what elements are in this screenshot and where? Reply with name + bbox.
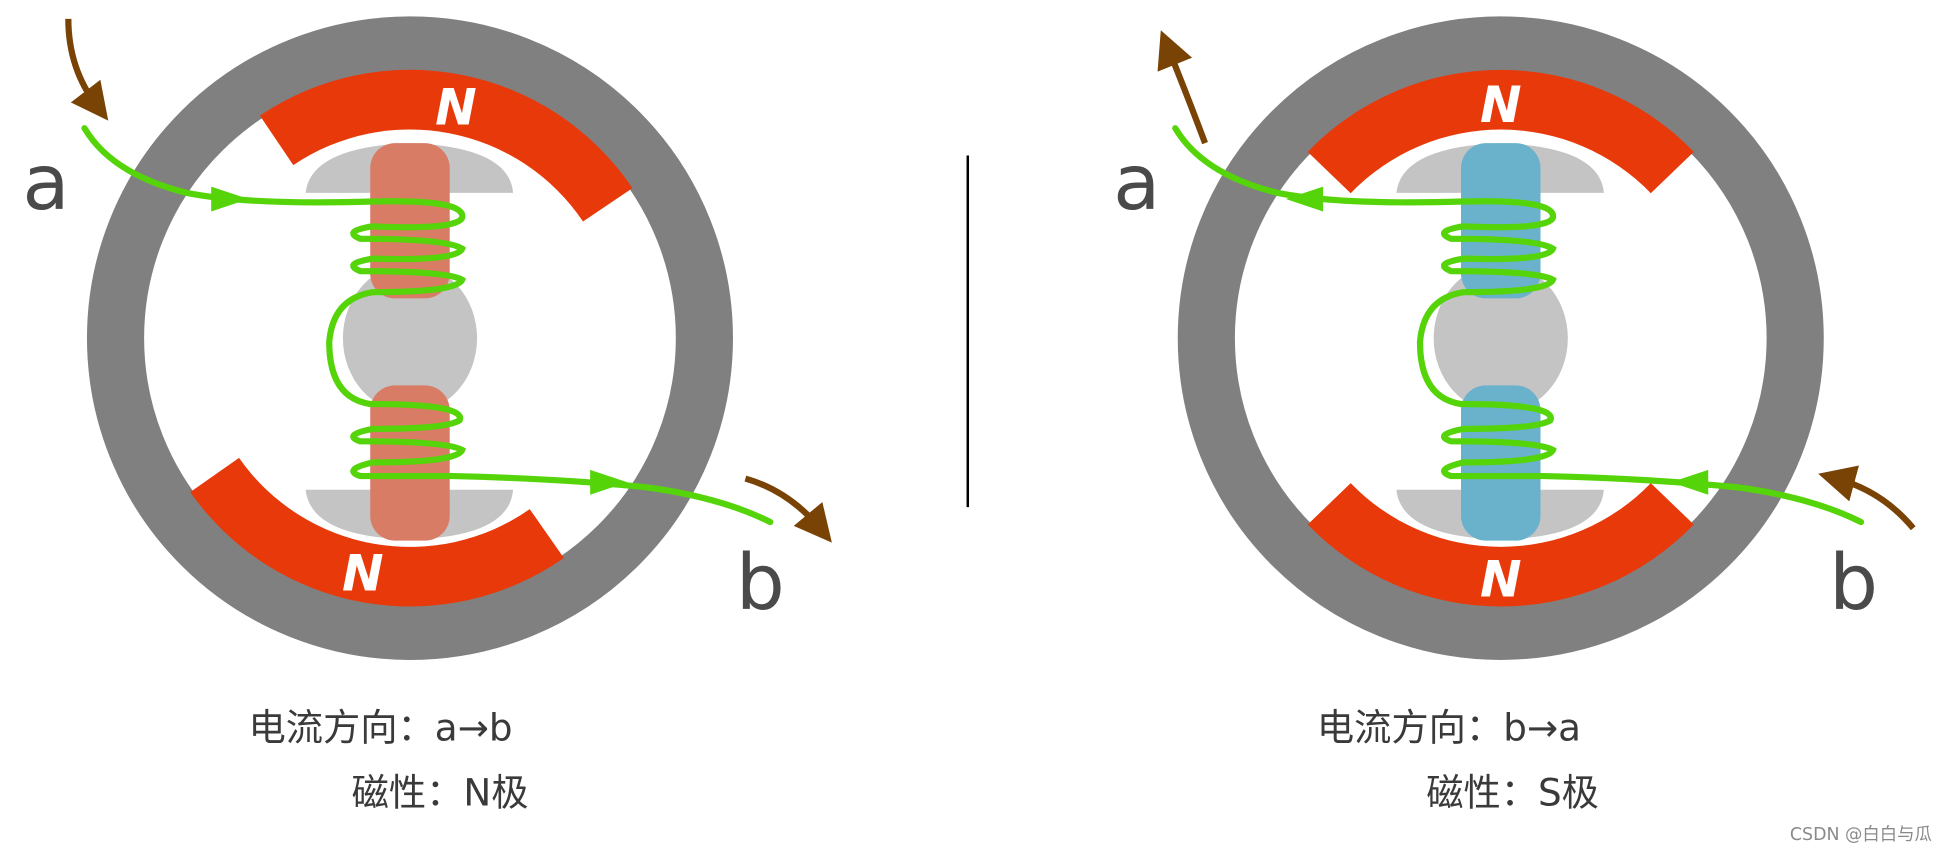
terminal-b: b xyxy=(1829,539,1878,628)
flow-arrow-in xyxy=(1818,465,1916,531)
flow-arrow-out xyxy=(744,475,832,543)
pole-label-bottom: N xyxy=(342,544,384,602)
left-motor: N N a b 电流方向：a→b 磁性：N极 xyxy=(22,16,832,814)
magnetism-caption: 磁性：S极 xyxy=(1426,770,1599,814)
watermark: CSDN @白白与瓜 xyxy=(1790,825,1932,845)
stator-ring xyxy=(1177,16,1824,660)
current-direction-caption: 电流方向：b→a xyxy=(1317,706,1581,750)
rotor-hub xyxy=(342,263,478,413)
current-direction-caption: 电流方向：a→b xyxy=(248,706,512,750)
magnet-top xyxy=(1307,69,1694,194)
magnet-top xyxy=(259,69,633,222)
magnet-bottom xyxy=(1307,483,1694,607)
flow-arrow-in xyxy=(65,18,109,121)
terminal-a: a xyxy=(22,139,69,228)
current-arrow-in xyxy=(211,186,249,212)
stator-ring xyxy=(86,16,733,660)
current-arrow-out xyxy=(590,469,628,495)
coil-wire xyxy=(81,125,774,526)
right-motor: N N a b 电流方向：b→a 磁性：S极 xyxy=(1113,16,1916,814)
current-arrow-in xyxy=(1670,469,1709,495)
terminal-a: a xyxy=(1113,139,1160,228)
pole-label-top: N xyxy=(1480,76,1522,134)
flow-arrow-out xyxy=(1157,30,1208,145)
pole-label-bottom: N xyxy=(1480,551,1522,609)
current-arrow-out xyxy=(1285,186,1324,212)
terminal-b: b xyxy=(736,539,785,628)
magnet-bottom xyxy=(190,457,564,607)
pole-label-top: N xyxy=(435,78,477,136)
coil-wire xyxy=(1172,125,1865,526)
rotor-hub xyxy=(1433,263,1568,413)
magnetism-caption: 磁性：N极 xyxy=(352,770,529,814)
